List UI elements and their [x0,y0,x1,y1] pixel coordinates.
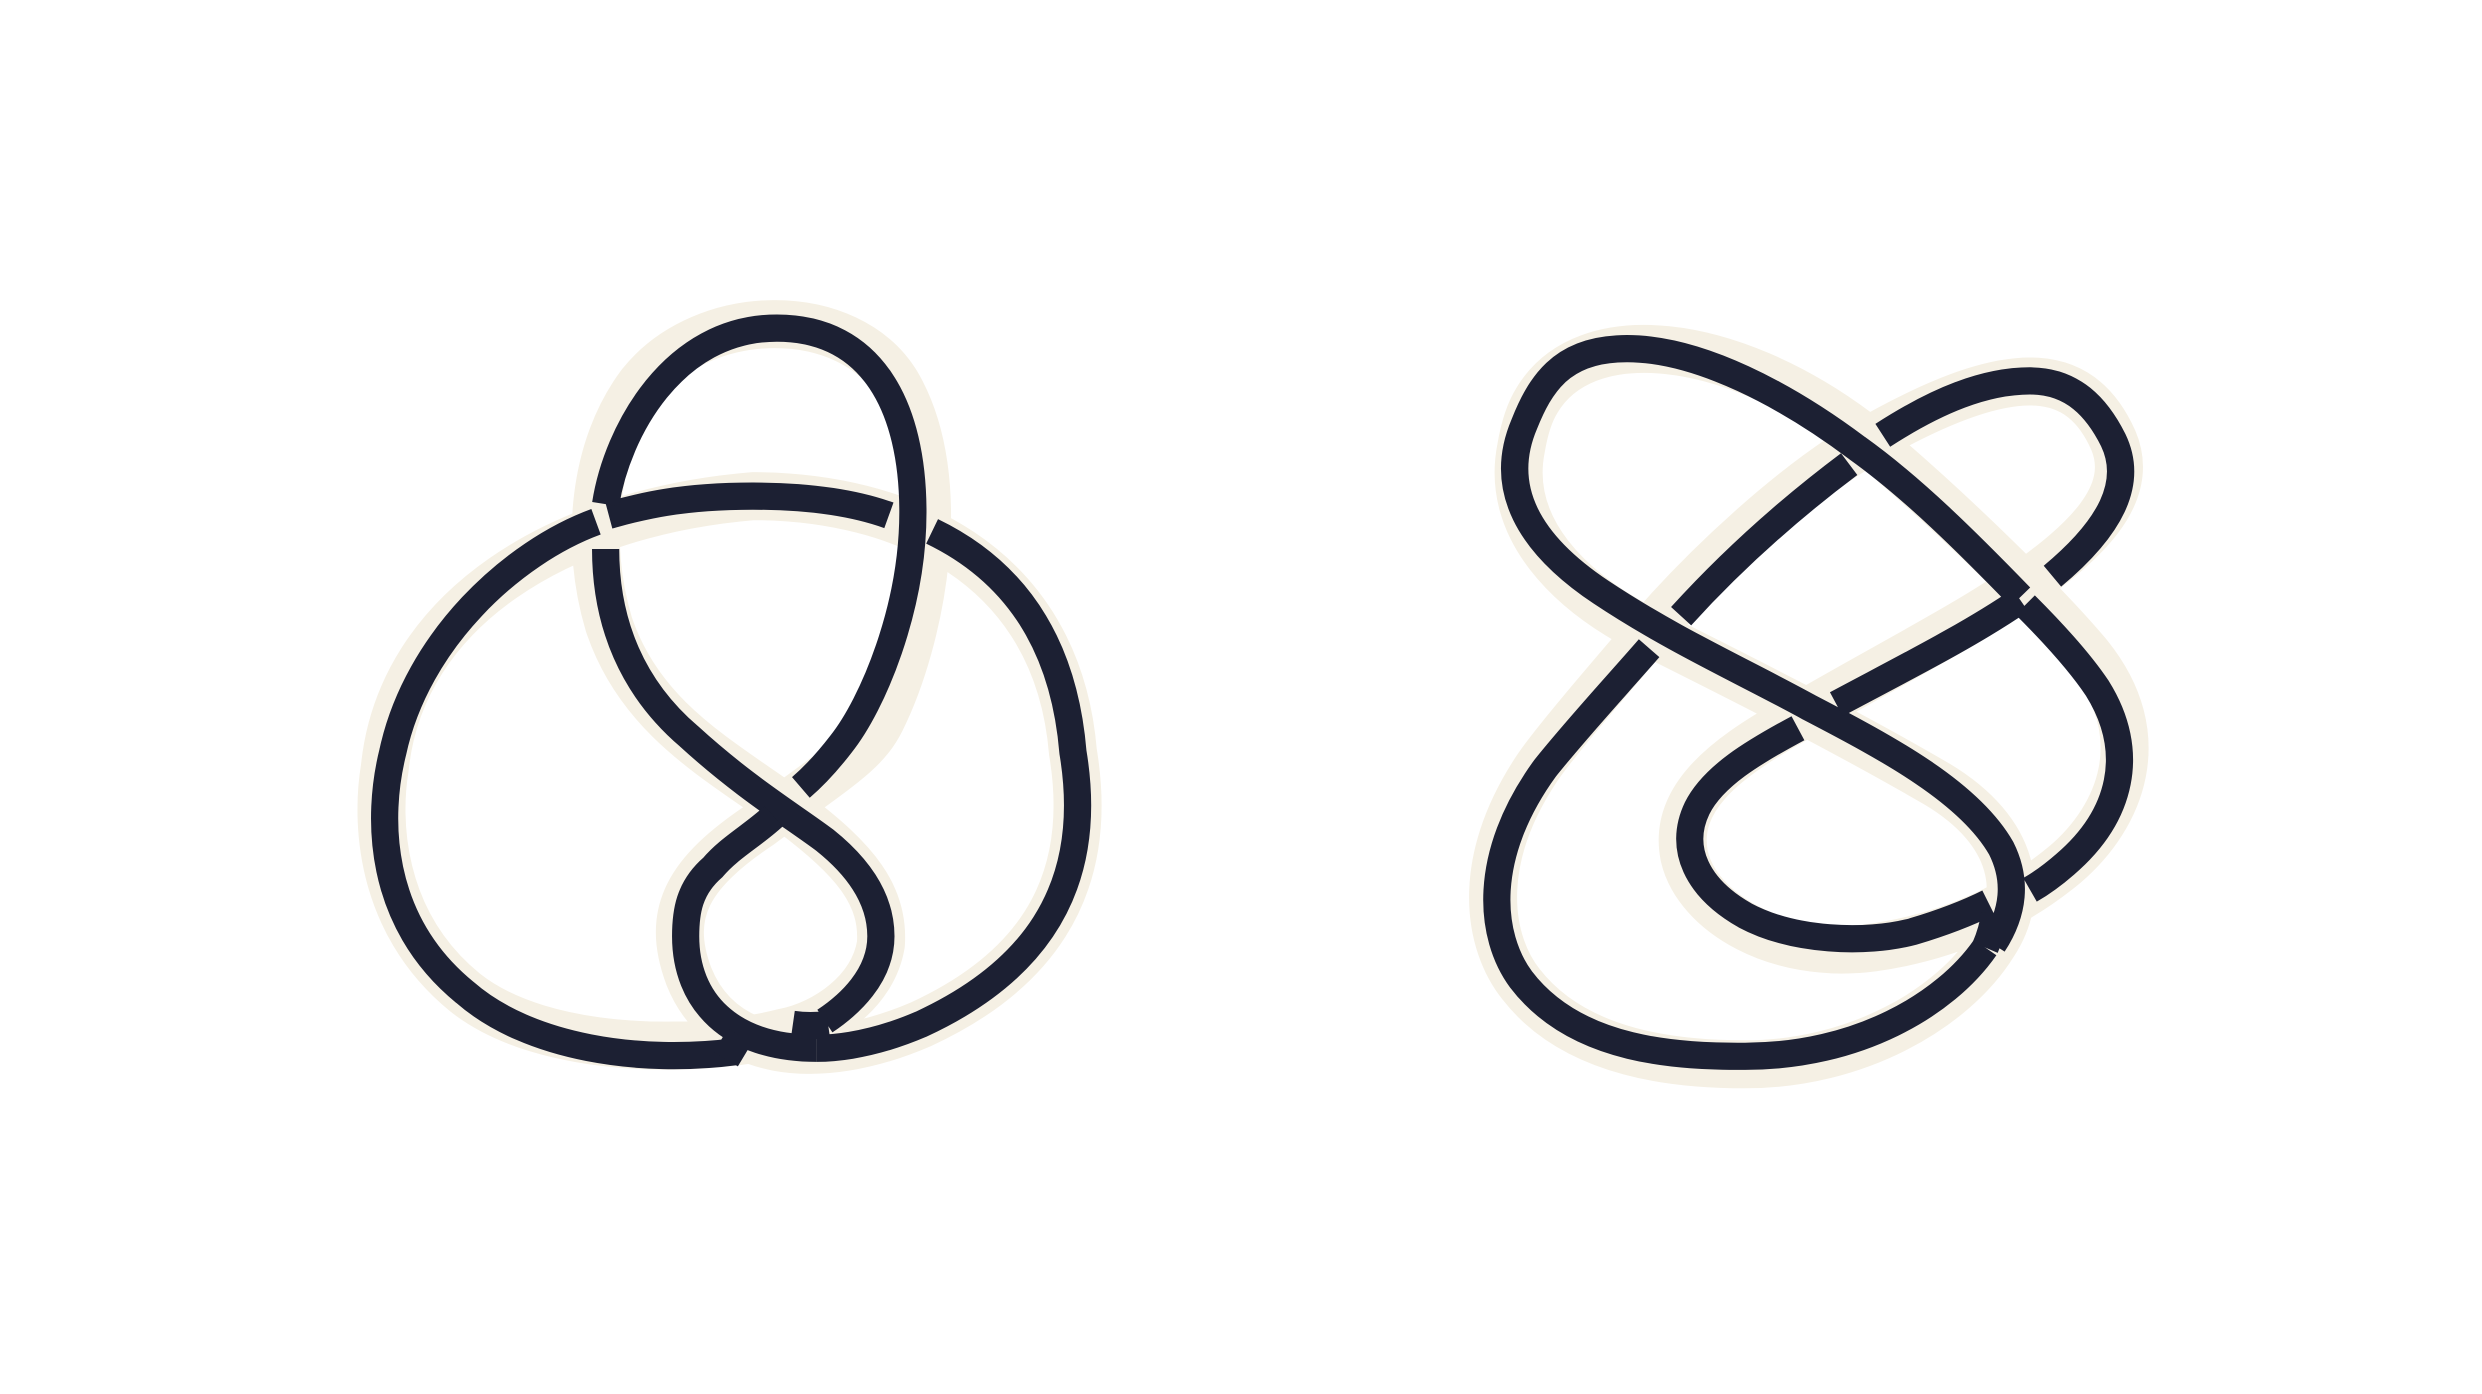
left-knot [357,300,1102,1074]
left-knot-outer-strand-2 [816,519,1092,1062]
left-knot-top-loop [592,314,927,798]
right-knot-upper-loop-return [1829,588,2029,717]
right-knot [1469,324,2149,1089]
right-knot-long-diagonal [1671,453,1858,626]
right-knot-upper-loop [1875,367,2135,587]
left-knot-lower-loop [672,806,818,1062]
right-knot-inner-lower-loop [1676,716,1995,953]
left-knot-bottom-join [713,1028,752,1067]
right-knot-long-diagonal-lower [1483,639,1997,1070]
right-knot-under-pass [1972,911,2009,953]
right-knot-diagonal-loop [1501,335,2031,952]
right-knot-right-arc [2015,595,2133,902]
left-knot-halo [357,300,1102,1074]
left-knot-inner-left [592,548,895,1033]
left-knot-outer-strand-3 [371,508,739,1070]
left-knot-crossing-join [790,1010,831,1040]
left-knot-outer-strand [605,482,894,529]
